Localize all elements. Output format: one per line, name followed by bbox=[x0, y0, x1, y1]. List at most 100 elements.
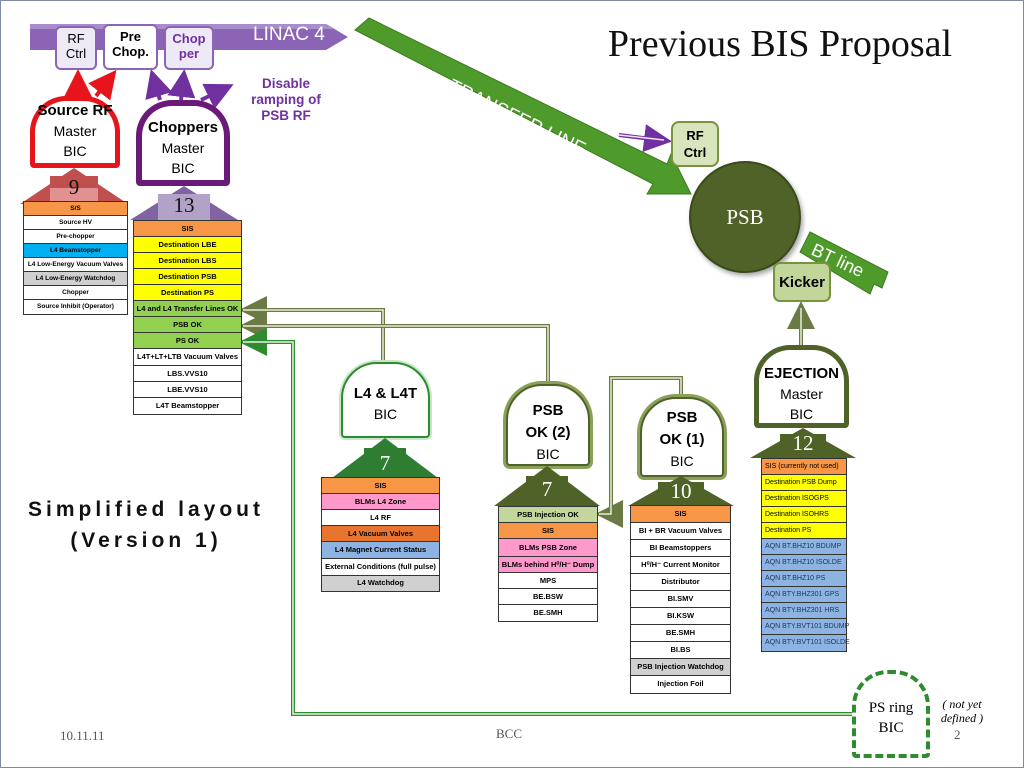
table-row: AQN BTY.BHZ301 GPS bbox=[762, 587, 846, 603]
transfer-line-arrow: TRANSFER LINE bbox=[354, 17, 692, 195]
source-rf-master: Master bbox=[53, 123, 97, 139]
chopper-pill: Chop per bbox=[164, 26, 214, 70]
table-row: L4 and L4 Transfer Lines OK bbox=[134, 301, 241, 317]
table-row: Distributor bbox=[631, 574, 730, 591]
simplified-line2: (Version 1) bbox=[70, 529, 222, 552]
ejection-number: 12 bbox=[793, 431, 814, 455]
footer-center: BCC bbox=[496, 726, 523, 741]
choppers-master-bic: Choppers Master BIC bbox=[136, 100, 230, 186]
psb-ok1-number: 10 bbox=[671, 479, 692, 503]
ejection-master-bic: EJECTION Master BIC bbox=[754, 345, 849, 428]
table-row: SIS (currently not used) bbox=[762, 459, 846, 475]
table-row: Destination PS bbox=[762, 523, 846, 539]
psb-ok1-arrow: 10 bbox=[628, 476, 734, 506]
table-row: BLMs behind H⁰/H⁻ Dump bbox=[499, 557, 597, 573]
table-row: SIS bbox=[134, 221, 241, 237]
footer-date: 10.11.11 bbox=[60, 728, 105, 743]
table-row: SIS bbox=[499, 523, 597, 539]
source-rf-master-bic: Source RF Master BIC bbox=[30, 96, 120, 168]
table-row: MPS bbox=[499, 573, 597, 589]
ejection-inputs-table: SIS (currently not used)Destination PSB … bbox=[761, 458, 850, 652]
table-row: L4 Low-Energy Vacuum Valves bbox=[24, 258, 127, 272]
table-row: PSB Injection Watchdog bbox=[631, 659, 730, 676]
l4-l4t-bic: L4 & L4T BIC bbox=[341, 362, 430, 438]
ps-ring-line1: PS ring bbox=[868, 700, 914, 716]
table-row: PSB OK bbox=[134, 317, 241, 333]
table-row: BLMs PSB Zone bbox=[499, 539, 597, 557]
rf-ctrl-pill: RF Ctrl bbox=[55, 26, 97, 70]
psb-ok2-number: 7 bbox=[542, 477, 553, 501]
table-row: Destination PSB Dump bbox=[762, 475, 846, 491]
table-row: Chopper bbox=[24, 286, 127, 300]
table-row: PS OK bbox=[134, 333, 241, 349]
psb-rf-ctrl: RF Ctrl bbox=[671, 121, 719, 167]
table-row: AQN BT.BHZ10 PS bbox=[762, 571, 846, 587]
table-row: S/S bbox=[24, 202, 127, 216]
footer-page-number: 2 bbox=[954, 727, 961, 742]
table-row: LBE.VVS10 bbox=[134, 382, 241, 398]
choppers-arrow: 13 bbox=[130, 186, 238, 220]
choppers-bic: BIC bbox=[171, 160, 195, 176]
psb-ok2-bic: PSB OK (2) BIC bbox=[506, 384, 590, 466]
table-row: AQN BTY.BVT101 ISOLDE bbox=[762, 635, 850, 651]
table-row: BI.SMV bbox=[631, 591, 730, 608]
table-row: Destination ISOGPS bbox=[762, 491, 846, 507]
table-row: L4 Vacuum Valves bbox=[322, 526, 439, 542]
table-row: L4 RF bbox=[322, 510, 439, 526]
table-row: Destination PSB bbox=[134, 269, 241, 285]
table-row: Destination LBE bbox=[134, 237, 241, 253]
psb-ok1-bic-label: BIC bbox=[670, 453, 694, 469]
bt-line-arrow: BT line bbox=[799, 231, 889, 295]
table-row: L4 Watchdog bbox=[322, 576, 439, 591]
table-row: BLMs L4 Zone bbox=[322, 494, 439, 510]
table-row: LBS.VVS10 bbox=[134, 366, 241, 382]
pre-chop-pill: Pre Chop. bbox=[103, 24, 158, 70]
psb-ok1-bic: PSB OK (1) BIC bbox=[640, 397, 724, 477]
table-row: Destination ISOHRS bbox=[762, 507, 846, 523]
table-row: L4T Beamstopper bbox=[134, 398, 241, 414]
ejection-title: EJECTION bbox=[763, 365, 839, 382]
table-row: Injection Foil bbox=[631, 676, 730, 693]
table-row: Destination PS bbox=[134, 285, 241, 301]
table-row: BE.SMH bbox=[631, 625, 730, 642]
ps-ring-bic: PS ring BIC bbox=[852, 670, 930, 758]
kicker-box: Kicker bbox=[773, 262, 831, 302]
source-rf-bic: BIC bbox=[63, 143, 87, 159]
psb-ok2-bic-label: BIC bbox=[536, 446, 560, 462]
table-row: BI + BR Vacuum Valves bbox=[631, 523, 730, 540]
disable-ramping-note: Disable ramping of PSB RF bbox=[251, 76, 321, 123]
ejection-arrow: 12 bbox=[750, 428, 856, 458]
source-rf-title: Source RF bbox=[37, 102, 113, 119]
ejection-bic: BIC bbox=[789, 406, 814, 422]
table-row: BI Beamstoppers bbox=[631, 540, 730, 557]
l4-l4t-title: L4 & L4T bbox=[353, 385, 418, 402]
table-row: PSB Injection OK bbox=[499, 507, 597, 523]
psb-ok2-title: PSB OK (2) bbox=[525, 402, 571, 441]
source-rf-number: 9 bbox=[69, 175, 80, 199]
simplified-layout-caption: Simplified layout (Version 1) bbox=[14, 494, 278, 556]
table-row: BI.BS bbox=[631, 642, 730, 659]
choppers-number: 13 bbox=[174, 193, 195, 217]
linac4-label: LINAC 4 bbox=[253, 24, 325, 45]
table-row: Source HV bbox=[24, 216, 127, 230]
table-row: Destination LBS bbox=[134, 253, 241, 269]
table-row: BI.KSW bbox=[631, 608, 730, 625]
table-row: L4 Low-Energy Watchdog bbox=[24, 272, 127, 286]
l4-l4t-bic-label: BIC bbox=[373, 406, 398, 422]
table-row: AQN BTY.BVT101 BDUMP bbox=[762, 619, 849, 635]
ejection-master: Master bbox=[780, 386, 823, 402]
table-row: Source Inhibit (Operator) bbox=[24, 300, 127, 314]
simplified-line1: Simplified layout bbox=[27, 498, 265, 521]
not-yet-defined-note: ( not yet defined ) bbox=[940, 697, 984, 725]
table-row: AQN BT.BHZ10 ISOLDE bbox=[762, 555, 846, 571]
table-row: L4T+LT+LTB Vacuum Valves bbox=[134, 349, 241, 366]
choppers-title: Choppers bbox=[147, 119, 218, 136]
psb-ok1-title: PSB OK (1) bbox=[659, 409, 705, 448]
table-row: Pre-chopper bbox=[24, 230, 127, 244]
table-row: BE.SMH bbox=[499, 605, 597, 621]
